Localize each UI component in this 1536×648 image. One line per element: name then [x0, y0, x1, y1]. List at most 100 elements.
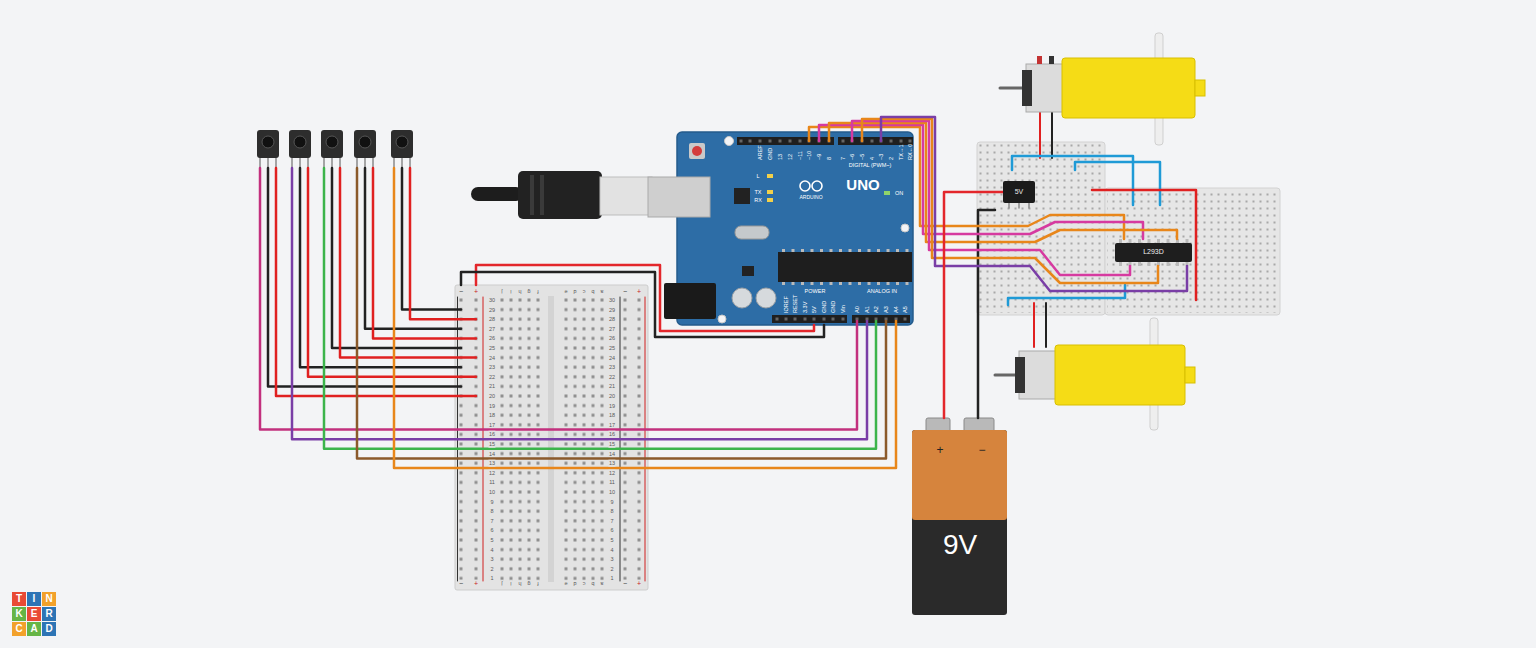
led-label: RX — [754, 197, 762, 204]
row-number: 6 — [490, 527, 494, 534]
header-pin — [861, 140, 864, 143]
rail-sign: − — [622, 287, 627, 295]
column-letter: a — [600, 289, 604, 296]
header-pin — [890, 140, 893, 143]
sensor-leg — [372, 156, 374, 168]
power-jack — [664, 283, 716, 319]
row-number: 9 — [490, 498, 494, 505]
part-marking: 5V — [1015, 188, 1024, 196]
led — [884, 191, 890, 195]
pin-label: AREF — [757, 145, 764, 160]
row-number: 25 — [488, 345, 495, 352]
row-number: 27 — [608, 326, 615, 333]
chip-pin — [868, 249, 871, 252]
column-letter: c — [582, 581, 586, 588]
motor-can — [1026, 64, 1064, 112]
row-number: 13 — [488, 460, 495, 467]
chip-pin — [839, 282, 842, 285]
row-number: 1 — [490, 575, 494, 582]
row-number: 20 — [488, 393, 495, 400]
row-number: 4 — [610, 546, 614, 553]
row-number: 3 — [610, 556, 614, 563]
logo-tile — [42, 592, 56, 606]
chip-pin — [801, 249, 804, 252]
usb-plug-ridge — [540, 175, 544, 215]
row-number: 22 — [608, 374, 615, 381]
motor-lead — [1033, 303, 1035, 347]
logo-letter: K — [15, 608, 22, 620]
chip-pin — [820, 249, 823, 252]
header-pin — [875, 318, 878, 321]
arduino-logo — [800, 181, 810, 191]
pin-label: A3 — [883, 306, 890, 313]
column-letter: j — [501, 581, 503, 588]
motor-band — [1022, 70, 1032, 106]
row-number: 2 — [490, 566, 494, 573]
led-label: L — [756, 173, 759, 180]
rail-sign: − — [458, 287, 463, 295]
ir-sensor-body — [289, 130, 311, 158]
wire — [324, 168, 876, 449]
wire — [1000, 222, 1143, 239]
wire — [332, 168, 461, 348]
header-pin — [880, 140, 883, 143]
sensor-leg — [291, 156, 293, 168]
header-pin — [813, 318, 816, 321]
logo-tile — [12, 607, 26, 621]
wire — [1000, 230, 1177, 242]
header-pin — [828, 140, 831, 143]
wire — [1000, 215, 1124, 239]
pin-label: ~9 — [816, 154, 823, 160]
board-name: UNO — [846, 176, 879, 194]
header-pin — [900, 140, 903, 143]
l293d-chip: L293D — [1115, 243, 1192, 262]
sensor-leg — [275, 156, 277, 168]
chip-pin — [792, 249, 795, 252]
motor-lead — [1051, 60, 1053, 158]
pin-label: RX←0 — [907, 144, 914, 160]
ir-sensor-lens — [294, 136, 306, 148]
sensor-leg — [364, 156, 366, 168]
wire — [1008, 285, 1125, 305]
logo-tile — [12, 622, 26, 636]
wheel-axle — [1150, 318, 1158, 430]
chip-pin — [877, 249, 880, 252]
row-number: 15 — [488, 441, 495, 448]
mount-hole — [901, 224, 909, 232]
pin-label: Vin — [840, 305, 847, 313]
header-pin — [789, 140, 792, 143]
gearbox — [1055, 345, 1185, 405]
sensor-leg — [299, 156, 301, 168]
pin-label: A4 — [893, 306, 900, 313]
led — [767, 190, 773, 194]
header-pin — [794, 318, 797, 321]
row-number: 11 — [489, 479, 496, 486]
breadboard-groove — [548, 296, 554, 582]
wire — [365, 168, 461, 329]
column-letter: f — [537, 581, 540, 588]
column-letter: g — [527, 289, 531, 296]
ir-sensor-lens — [359, 136, 371, 148]
logo-letter: R — [45, 608, 52, 620]
pin-label: 8 — [826, 157, 833, 160]
wire — [1000, 266, 1187, 291]
header-label: POWER — [805, 288, 826, 295]
pin-label: A1 — [864, 306, 871, 313]
logo-letter: I — [33, 593, 36, 605]
header-label: ANALOG IN — [867, 288, 897, 295]
chip-pin — [906, 249, 909, 252]
pin-label: 12 — [787, 154, 794, 160]
ir-sensor-lens — [396, 136, 408, 148]
pin-label: ~3 — [878, 154, 885, 160]
row-number: 3 — [490, 556, 494, 563]
pin-label: 5V — [811, 306, 818, 313]
motor-lead — [1045, 303, 1047, 347]
pin-label: 2 — [888, 157, 895, 160]
header-pin — [779, 140, 782, 143]
usb-plug-metal — [600, 177, 652, 215]
header-pin — [856, 318, 859, 321]
logo-tile — [27, 622, 41, 636]
mini-breadboard — [977, 142, 1105, 315]
atmega-chip — [778, 252, 912, 282]
